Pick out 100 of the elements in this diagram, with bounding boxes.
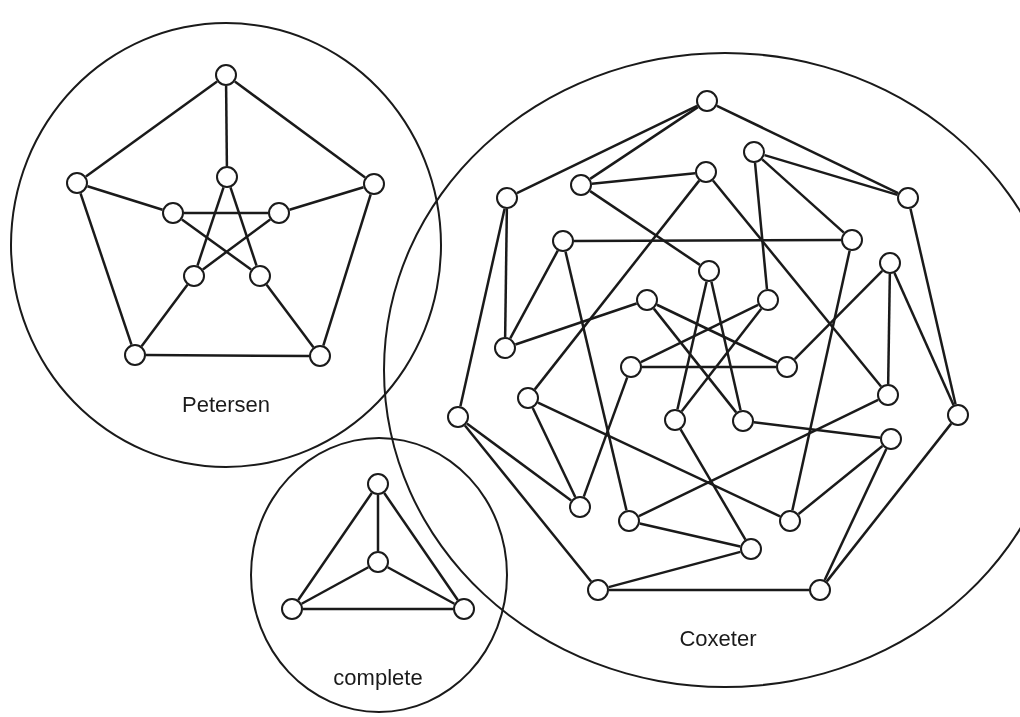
vertex-circle xyxy=(268,202,290,224)
vertex-circle xyxy=(570,174,592,196)
edge-line xyxy=(639,522,741,548)
edge-line xyxy=(202,218,271,271)
edge-line xyxy=(229,187,258,266)
graph-name: complete xyxy=(333,665,423,691)
edge-line xyxy=(753,162,769,290)
vertex-circle xyxy=(779,510,801,532)
vertex-circle xyxy=(698,260,720,282)
edge-line xyxy=(224,86,229,166)
edge-line xyxy=(140,284,189,347)
edge-line xyxy=(376,495,380,551)
edge-line xyxy=(297,492,373,601)
edge-line xyxy=(289,186,364,211)
edge-line xyxy=(609,588,809,592)
edge-line xyxy=(531,407,577,498)
edge-line xyxy=(797,444,884,516)
edge-line xyxy=(533,179,701,391)
edge-line xyxy=(656,303,778,364)
edge-line xyxy=(196,187,225,266)
vertex-circle xyxy=(569,496,591,518)
edge-line xyxy=(537,401,781,518)
edge-line xyxy=(712,179,882,388)
edge-line xyxy=(886,274,892,384)
edge-line xyxy=(146,353,309,358)
vertex-circle xyxy=(249,265,271,287)
graph-circle xyxy=(10,22,442,468)
vertex-circle xyxy=(695,161,717,183)
edge-line xyxy=(764,153,898,197)
vertex-circle xyxy=(447,406,469,428)
vertex-circle xyxy=(757,289,779,311)
edge-line xyxy=(181,218,252,271)
edge-line xyxy=(515,302,637,346)
vertex-circle xyxy=(879,252,901,274)
edge-line xyxy=(184,211,268,215)
edge-line xyxy=(753,421,881,439)
vertex-circle xyxy=(281,598,303,620)
edge-line xyxy=(87,185,163,211)
vertex-circle xyxy=(587,579,609,601)
edge-line xyxy=(459,208,506,407)
edge-line xyxy=(676,281,708,410)
edge-line xyxy=(761,158,845,234)
edge-line xyxy=(574,238,841,243)
edge-line xyxy=(591,171,696,186)
edge-line xyxy=(679,428,747,541)
edge-line xyxy=(642,365,776,369)
vertex-circle xyxy=(776,356,798,378)
edge-line xyxy=(793,269,884,361)
edge-line xyxy=(638,398,879,518)
vertex-circle xyxy=(947,404,969,426)
edge-line xyxy=(909,208,957,405)
edge-line xyxy=(79,193,133,345)
edge-line xyxy=(564,251,628,511)
edge-line xyxy=(893,272,955,406)
vertex-circle xyxy=(880,428,902,450)
graph-name: Coxeter xyxy=(679,626,757,652)
vertex-circle xyxy=(453,598,475,620)
vertex-circle xyxy=(552,230,574,252)
edge-line xyxy=(652,307,738,414)
vertex-circle xyxy=(517,387,539,409)
vertex-circle xyxy=(496,187,518,209)
vertex-circle xyxy=(494,337,516,359)
edge-line xyxy=(322,194,372,346)
vertex-circle xyxy=(877,384,899,406)
vertex-circle xyxy=(664,409,686,431)
edge-line xyxy=(823,448,888,581)
vertex-circle xyxy=(636,289,658,311)
edge-line xyxy=(85,80,218,178)
edge-line xyxy=(503,209,509,337)
edge-line xyxy=(509,250,559,339)
edge-line xyxy=(265,284,315,348)
edge-line xyxy=(680,307,763,413)
edge-line xyxy=(234,80,366,179)
edge-line xyxy=(608,550,741,589)
vertex-circle xyxy=(620,356,642,378)
vertex-circle xyxy=(66,172,88,194)
vertex-circle xyxy=(363,173,385,195)
edge-line xyxy=(387,566,455,605)
edge-line xyxy=(582,376,629,498)
vertex-circle xyxy=(732,410,754,432)
vertex-circle xyxy=(162,202,184,224)
edge-line xyxy=(466,422,572,502)
edge-line xyxy=(589,106,699,180)
edge-line xyxy=(710,281,742,411)
vertex-circle xyxy=(618,510,640,532)
edge-line xyxy=(303,607,453,611)
edge-line xyxy=(463,424,593,583)
vertex-circle xyxy=(740,538,762,560)
edge-line xyxy=(589,190,701,266)
vertex-circle xyxy=(897,187,919,209)
vertex-circle xyxy=(309,345,331,367)
vertex-circle xyxy=(124,344,146,366)
edge-line xyxy=(716,104,899,195)
edge-line xyxy=(383,492,459,601)
vertex-circle xyxy=(216,166,238,188)
edge-line xyxy=(825,422,953,583)
vertex-circle xyxy=(743,141,765,163)
edge-line xyxy=(640,303,759,364)
vertex-circle xyxy=(215,64,237,86)
vertex-circle xyxy=(841,229,863,251)
